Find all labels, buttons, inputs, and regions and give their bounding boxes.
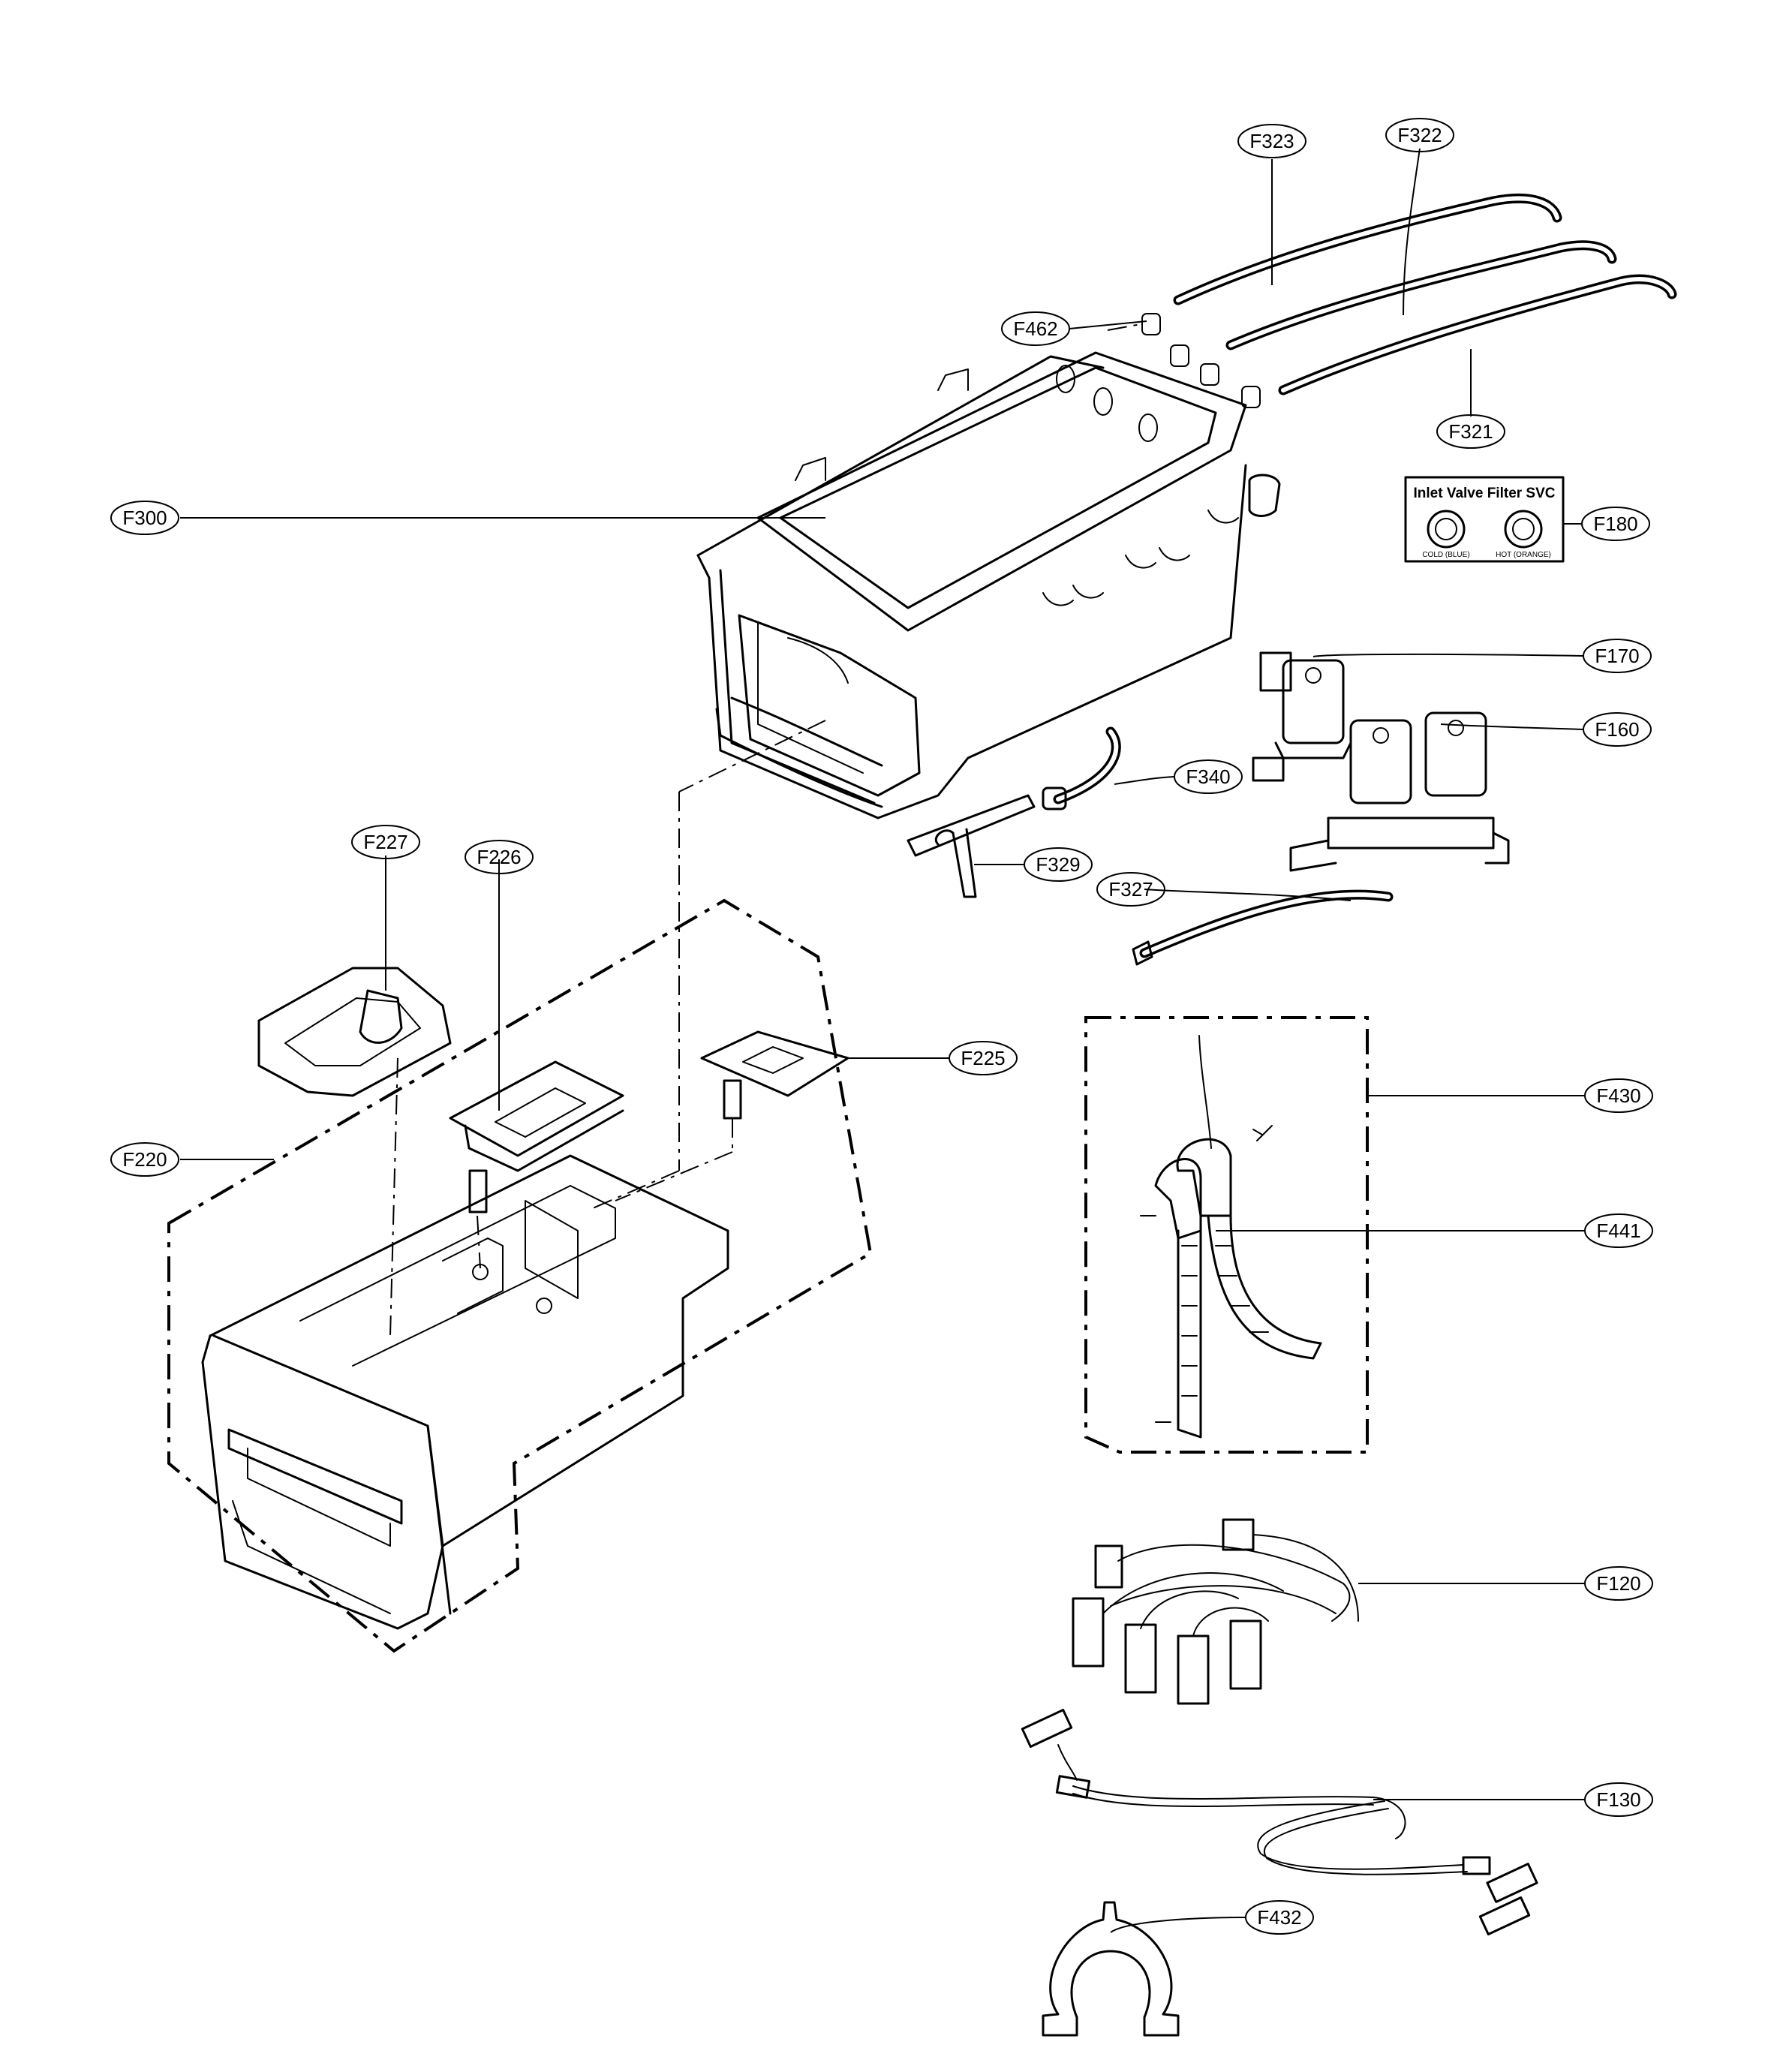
svg-text:F130: F130	[1596, 1788, 1640, 1811]
label-f323: F323	[1237, 124, 1306, 158]
label-f120: F120	[1584, 1566, 1653, 1601]
svg-text:F220: F220	[122, 1148, 167, 1171]
svg-text:F462: F462	[1013, 317, 1057, 340]
label-f322: F322	[1385, 118, 1454, 152]
hot-filter-caption: HOT (ORANGE)	[1496, 551, 1551, 559]
svg-text:F321: F321	[1448, 420, 1493, 443]
svg-text:F227: F227	[363, 831, 407, 853]
inlet-filter-title: Inlet Valve Filter SVC	[1413, 486, 1555, 501]
svg-text:F160: F160	[1595, 718, 1639, 741]
label-f170: F170	[1583, 639, 1652, 673]
label-f160: F160	[1583, 712, 1652, 747]
inlet-hoses	[1173, 193, 1677, 395]
svg-text:F226: F226	[477, 846, 521, 868]
label-f321: F321	[1436, 414, 1505, 449]
label-f226: F226	[465, 840, 534, 874]
svg-text:F322: F322	[1397, 124, 1442, 146]
label-f225: F225	[949, 1041, 1018, 1075]
label-f180: F180	[1581, 507, 1650, 541]
svg-text:F329: F329	[1036, 853, 1080, 876]
drain-hose-assembly	[1084, 1016, 1369, 1454]
label-f327: F327	[1096, 872, 1165, 907]
svg-text:F441: F441	[1596, 1219, 1640, 1242]
label-f462: F462	[1001, 311, 1070, 346]
svg-text:F340: F340	[1186, 765, 1230, 788]
label-f300: F300	[110, 501, 179, 535]
leader-lines	[180, 148, 1585, 1933]
svg-text:F180: F180	[1593, 513, 1637, 535]
hose-clamps	[1107, 313, 1261, 408]
inlet-filter-box: Inlet Valve Filter SVC COLD (BLUE) HOT (…	[1404, 476, 1565, 563]
cold-filter-caption: COLD (BLUE)	[1422, 551, 1469, 559]
small-hoses	[907, 726, 1394, 966]
svg-text:F327: F327	[1108, 878, 1153, 901]
hose-clip-f432	[1042, 1901, 1180, 2037]
label-f329: F329	[1024, 847, 1093, 882]
wire-harness-f120	[1072, 1518, 1359, 1705]
svg-text:F170: F170	[1595, 645, 1639, 667]
label-f130: F130	[1584, 1782, 1653, 1817]
label-f441: F441	[1584, 1213, 1653, 1248]
part-labels: F323 F322 F462 F321 F300 F180 F170 F160	[110, 118, 1653, 1935]
label-f430: F430	[1584, 1078, 1653, 1113]
svg-text:F120: F120	[1596, 1572, 1640, 1595]
svg-text:F432: F432	[1257, 1906, 1301, 1929]
svg-text:F430: F430	[1596, 1084, 1640, 1107]
inlet-valves	[1252, 651, 1510, 872]
svg-text:F225: F225	[961, 1047, 1005, 1069]
svg-text:F300: F300	[122, 507, 167, 529]
svg-text:F323: F323	[1249, 130, 1294, 152]
dispenser-housing	[696, 351, 1281, 819]
label-f227: F227	[351, 825, 420, 859]
drawer-assembly	[167, 720, 873, 1653]
label-f340: F340	[1174, 759, 1243, 794]
label-f220: F220	[110, 1142, 179, 1177]
label-f432: F432	[1245, 1900, 1314, 1935]
wire-harness-f130	[1021, 1709, 1538, 1935]
